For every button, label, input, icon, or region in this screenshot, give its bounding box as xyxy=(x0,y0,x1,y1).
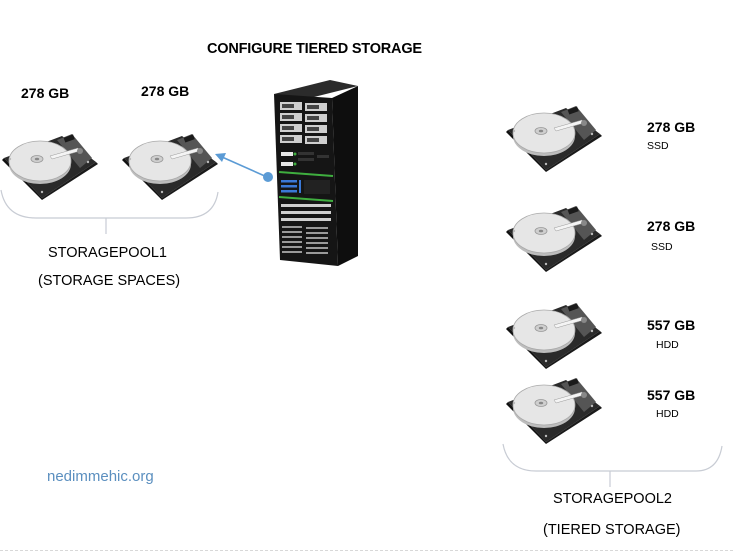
pool2-name: STORAGEPOOL2 xyxy=(553,491,672,507)
server-rack-icon xyxy=(270,80,364,270)
diagram-title: CONFIGURE TIERED STORAGE xyxy=(207,41,422,57)
hard-disk-icon xyxy=(506,100,602,172)
pool1-disk1-capacity: 278 GB xyxy=(21,85,70,101)
pool1-subtitle: (STORAGE SPACES) xyxy=(38,273,181,289)
pool2-subtitle: (TIERED STORAGE) xyxy=(543,522,681,538)
pool2-bracket xyxy=(500,432,726,492)
pool1-name: STORAGEPOOL1 xyxy=(48,245,167,261)
pool2-disk1-type: SSD xyxy=(647,140,669,152)
pool2-disk2-type: SSD xyxy=(651,241,673,253)
arrow-icon xyxy=(210,148,276,186)
pool1-disk2-capacity: 278 GB xyxy=(141,83,190,99)
pool2-disk3-type: HDD xyxy=(656,339,679,351)
pool2-disk3-capacity: 557 GB xyxy=(647,317,696,333)
watermark-link: nedimmehic.org xyxy=(47,468,154,485)
pool2-disk4-type: HDD xyxy=(656,408,679,420)
pool2-disk1-capacity: 278 GB xyxy=(647,119,696,135)
pool2-disk2-capacity: 278 GB xyxy=(647,218,696,234)
hard-disk-icon xyxy=(506,297,602,369)
hard-disk-icon xyxy=(506,200,602,272)
pool2-disk4-capacity: 557 GB xyxy=(647,387,696,403)
pool1-bracket xyxy=(0,180,222,240)
bottom-divider xyxy=(0,550,733,551)
